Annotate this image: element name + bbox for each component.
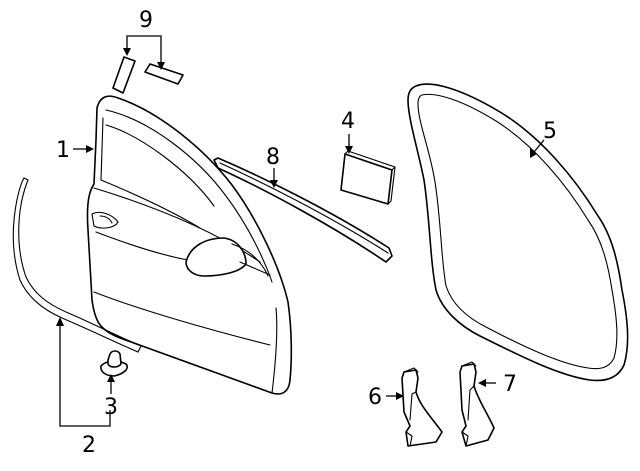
leader-8 bbox=[270, 168, 278, 188]
callout-1: 1 bbox=[56, 138, 70, 163]
clip-3 bbox=[100, 350, 129, 377]
callout-9: 9 bbox=[139, 8, 153, 33]
leader-2 bbox=[56, 317, 111, 427]
mirror-mount bbox=[231, 243, 269, 277]
leader-9 bbox=[123, 35, 165, 70]
leader-3 bbox=[107, 374, 115, 394]
door-shell-1 bbox=[86, 95, 293, 395]
belt-molding-8 bbox=[213, 157, 393, 263]
lower-panel-line bbox=[93, 291, 271, 346]
pad-4 bbox=[340, 150, 396, 205]
belt-molding-lip bbox=[219, 162, 389, 254]
window-frame-inner bbox=[105, 109, 273, 283]
window-opening bbox=[100, 117, 201, 229]
seal-inner bbox=[417, 93, 618, 370]
clip-head bbox=[107, 350, 122, 368]
leader-4 bbox=[345, 134, 353, 154]
bracket-6-body bbox=[401, 369, 443, 447]
leader-1 bbox=[73, 145, 94, 153]
leader-6 bbox=[386, 392, 404, 400]
leader-5 bbox=[530, 139, 545, 158]
tape-piece-left bbox=[112, 56, 136, 94]
seal-outer bbox=[407, 83, 629, 382]
callout-2: 2 bbox=[82, 433, 96, 458]
mirror-base bbox=[239, 261, 271, 276]
tape-piece-right bbox=[144, 63, 184, 85]
tape-parts-9 bbox=[112, 56, 184, 94]
weatherstrip-inner bbox=[18, 179, 142, 347]
weatherstrip-outer bbox=[12, 177, 139, 353]
callout-4: 4 bbox=[341, 109, 355, 134]
callout-6: 6 bbox=[368, 385, 382, 410]
pad-top-edge bbox=[344, 150, 396, 171]
bracket-6 bbox=[401, 367, 443, 447]
door-handle bbox=[99, 215, 113, 224]
window-glass-edge bbox=[105, 124, 215, 207]
weatherstrip-2 bbox=[12, 177, 142, 353]
pad-side-edge bbox=[387, 166, 396, 205]
callout-5: 5 bbox=[543, 119, 557, 144]
pad-face bbox=[340, 153, 393, 205]
callout-8: 8 bbox=[266, 145, 280, 170]
door-seal-5 bbox=[407, 83, 629, 382]
rear-edge-line bbox=[271, 307, 278, 394]
door-outline bbox=[86, 95, 293, 395]
callout-3: 3 bbox=[104, 395, 118, 420]
side-mirror bbox=[185, 237, 247, 277]
bracket-7 bbox=[459, 361, 495, 447]
door-handle-recess bbox=[91, 211, 119, 229]
belt-molding-body bbox=[213, 157, 393, 263]
callout-7: 7 bbox=[503, 372, 517, 397]
leader-7 bbox=[478, 379, 496, 387]
bracket-7-body bbox=[459, 363, 495, 447]
